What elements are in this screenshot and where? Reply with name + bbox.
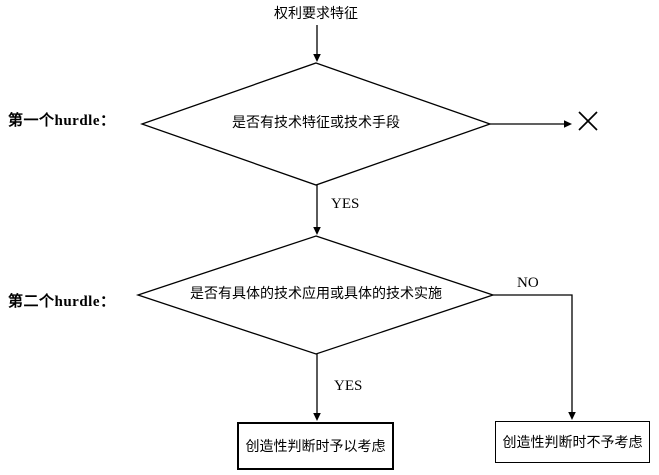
outcome-box-considered: 创造性判断时予以考虑 — [237, 422, 394, 470]
outcome-considered-text: 创造性判断时予以考虑 — [245, 440, 386, 455]
second-hurdle-label: 第二个hurdle： — [8, 294, 116, 310]
arrow-hurdle1-no — [490, 120, 572, 128]
decision-diamond-1-text: 是否有技术特征或技术手段 — [232, 116, 400, 131]
edge-label-hurdle2-no: NO — [517, 275, 539, 291]
outcome-box-not-considered: 创造性判断时不予考虑 — [495, 421, 650, 463]
decision-diamond-2-shape — [135, 235, 496, 355]
edge-label-hurdle2-yes: YES — [334, 378, 363, 394]
arrow-hurdle2-no — [493, 294, 576, 420]
arrow-hurdle2-yes — [313, 354, 321, 421]
edge-label-hurdle1-yes: YES — [331, 196, 360, 212]
decision-diamond-1-shape — [140, 62, 492, 186]
arrow-hurdle1-yes — [313, 185, 321, 235]
x-mark-icon — [578, 111, 598, 131]
arrow-start-to-hurdle1 — [313, 25, 321, 62]
outcome-not-considered-text: 创造性判断时不予考虑 — [502, 436, 643, 451]
first-hurdle-label: 第一个hurdle： — [8, 113, 116, 129]
start-node-label: 权利要求特征 — [274, 7, 358, 22]
decision-diamond-2-text: 是否有具体的技术应用或具体的技术实施 — [190, 287, 442, 302]
